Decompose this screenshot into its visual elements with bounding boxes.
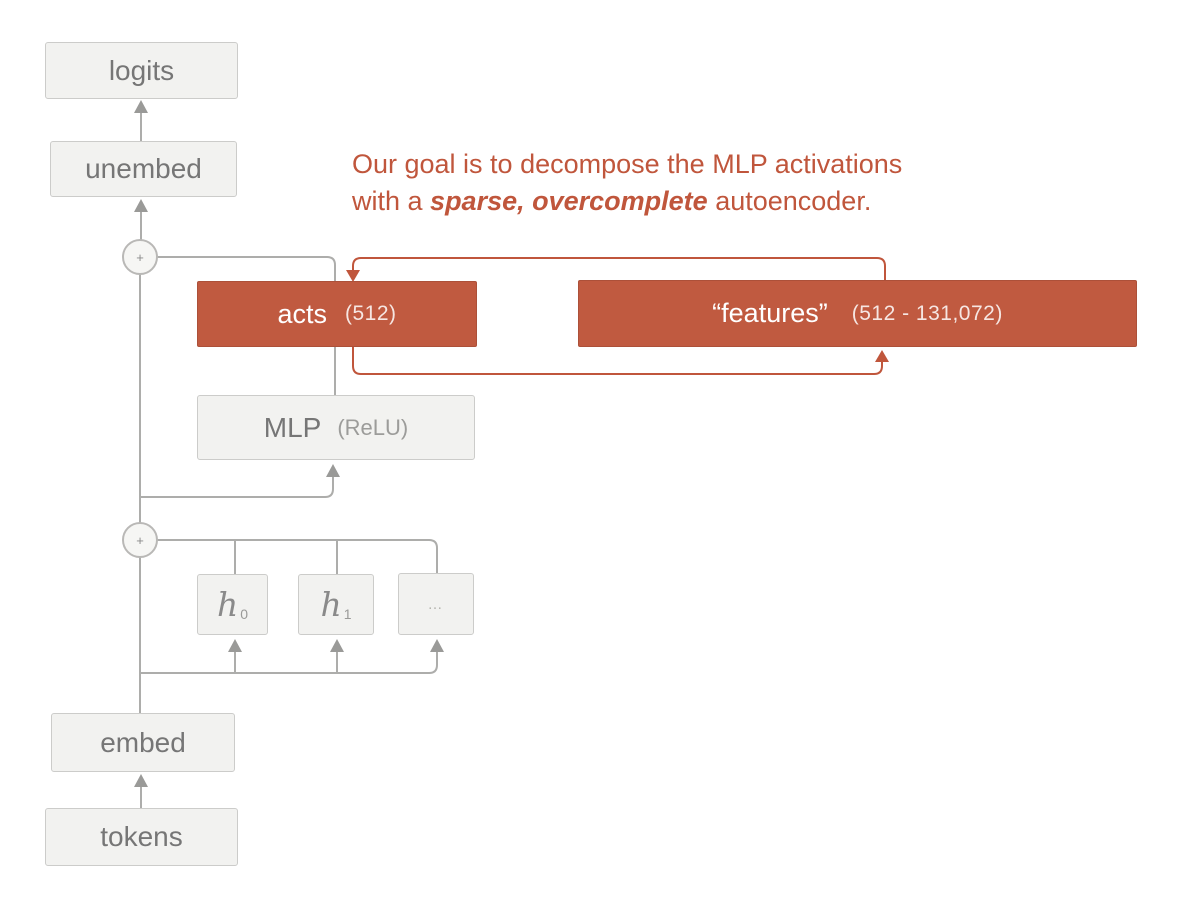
mlp-note: (ReLU) [337,414,409,440]
annotation-line1: Our goal is to decompose the MLP activat… [352,149,903,179]
mlp-label: MLP [263,411,322,443]
sum-node-bottom: + [122,522,158,558]
head-1-subscript: 1 [343,605,352,622]
logits-box: logits [45,42,238,99]
gray-connectors [139,112,438,808]
head-1-label: h [320,585,342,624]
tokens-box: tokens [45,808,238,866]
annotation-line2-prefix: with a [352,186,431,216]
goal-annotation: Our goal is to decompose the MLP activat… [352,146,972,220]
plus-icon: + [136,533,144,548]
logits-label: logits [108,54,175,86]
decoder-arrow [352,257,886,280]
gray-arrowheads [134,100,444,787]
embed-box: embed [51,713,235,772]
sum-node-top: + [122,239,158,275]
attention-heads-ellipsis-box: … [398,573,474,635]
acts-box: acts (512) [197,281,477,347]
red-arrowheads [346,270,889,362]
features-box: “features” (512 - 131,072) [578,280,1137,347]
head-0-subscript: 0 [240,605,249,622]
features-label: “features” [712,298,828,328]
annotation-line2: with a sparse, overcomplete autoencoder. [352,183,972,220]
mlp-box: MLP (ReLU) [197,395,475,460]
unembed-box: unembed [50,141,237,197]
embed-label: embed [100,726,186,758]
acts-dims: (512) [345,302,397,325]
ellipsis-label: … [427,595,445,613]
tokens-label: tokens [100,821,183,852]
annotation-line2-suffix: autoencoder. [707,186,872,216]
unembed-label: unembed [85,153,202,184]
plus-icon: + [136,250,144,265]
acts-label: acts [277,298,327,329]
head-0-label: h [216,585,239,624]
annotation-line2-emphasis: sparse, overcomplete [430,186,708,216]
features-dims: (512 - 131,072) [851,301,1003,325]
encoder-arrow [352,347,883,375]
